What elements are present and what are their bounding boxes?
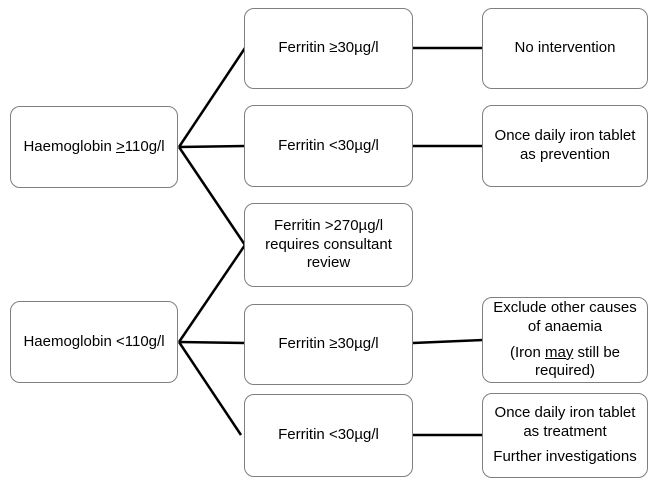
connector-hblow-ferritin-lt30-bottom <box>177 341 243 436</box>
node-treatment-line2: Further investigations <box>493 448 637 466</box>
node-treatment-line1: Once daily iron tablet as treatment <box>494 403 636 440</box>
node-ferritin-lt30-top: Ferritin <30µg/l <box>244 105 413 187</box>
node-ferritin-lt30-bottom: Ferritin <30µg/l <box>244 394 413 477</box>
node-ferritin-lt30-top-label: Ferritin <30µg/l <box>278 136 379 154</box>
connector-hbhigh-ferritin-lt30-top <box>178 144 246 149</box>
node-haemoglobin-high: Haemoglobin >110g/l <box>10 106 178 188</box>
connector-hbhigh-ferritin-ge30-top <box>177 47 247 148</box>
connector-hblow-ferritin-gt270 <box>177 244 247 343</box>
node-prevention-label: Once daily iron tablet as prevention <box>494 127 636 163</box>
node-ferritin-ge30-bottom-label: Ferritin ≥30µg/l <box>278 335 379 353</box>
node-ferritin-gt270-label: Ferritin >270µg/l requires consultant re… <box>265 216 392 272</box>
node-ferritin-gt270: Ferritin >270µg/l requires consultant re… <box>244 203 413 287</box>
node-no-intervention-label: No intervention <box>514 39 616 57</box>
connector-ge30bottom-exclude <box>412 338 484 345</box>
node-exclude-other-causes: Exclude other causes of anaemia (Iron ma… <box>482 297 648 383</box>
connector-hblow-ferritin-ge30-bottom <box>178 340 246 345</box>
node-haemoglobin-low: Haemoglobin <110g/l <box>10 301 178 383</box>
node-ferritin-ge30-bottom: Ferritin ≥30µg/l <box>244 304 413 385</box>
node-prevention: Once daily iron tablet as prevention <box>482 105 648 187</box>
connector-hbhigh-ferritin-gt270 <box>177 146 247 246</box>
underlined-greater-than: > <box>116 137 125 155</box>
node-ferritin-ge30-top: Ferritin ≥30µg/l <box>244 8 413 89</box>
node-exclude-other-causes-line2: (Iron may still be required) <box>509 343 621 380</box>
node-treatment: Once daily iron tablet as treatment Furt… <box>482 393 648 478</box>
node-no-intervention: No intervention <box>482 8 648 89</box>
node-exclude-other-causes-line1: Exclude other causes of anaemia <box>493 299 637 335</box>
node-ferritin-lt30-bottom-label: Ferritin <30µg/l <box>278 426 379 444</box>
node-ferritin-ge30-top-label: Ferritin ≥30µg/l <box>278 39 379 57</box>
underlined-may: may <box>544 343 574 361</box>
node-haemoglobin-high-label: Haemoglobin >110g/l <box>23 137 165 155</box>
node-haemoglobin-low-label: Haemoglobin <110g/l <box>23 332 165 350</box>
